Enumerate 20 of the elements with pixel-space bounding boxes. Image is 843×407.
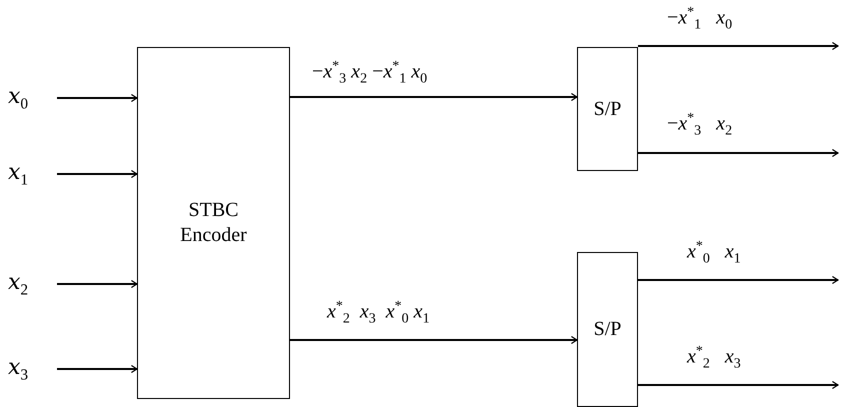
arrow — [638, 276, 839, 284]
arrow — [57, 280, 138, 288]
signal-label: x$_{2}$ — [8, 270, 48, 298]
arrow — [638, 148, 839, 158]
arrow — [57, 170, 138, 178]
arrow — [638, 380, 839, 390]
process-box — [137, 47, 290, 399]
signal-label: x$_{1}$ — [8, 160, 48, 188]
process-box — [577, 252, 638, 407]
block-label: S/P — [592, 96, 622, 122]
arrow — [57, 94, 138, 102]
process-box — [577, 47, 638, 171]
signal-label: x$_{3}$ — [8, 355, 48, 383]
arrow — [57, 364, 138, 374]
signal-label: x$_{0}$ — [8, 84, 48, 112]
arrow — [638, 42, 839, 50]
block-label: S/P — [592, 317, 622, 342]
arrow — [290, 92, 578, 102]
arrow — [290, 336, 578, 344]
block-label: STBC Encoder — [179, 198, 248, 248]
